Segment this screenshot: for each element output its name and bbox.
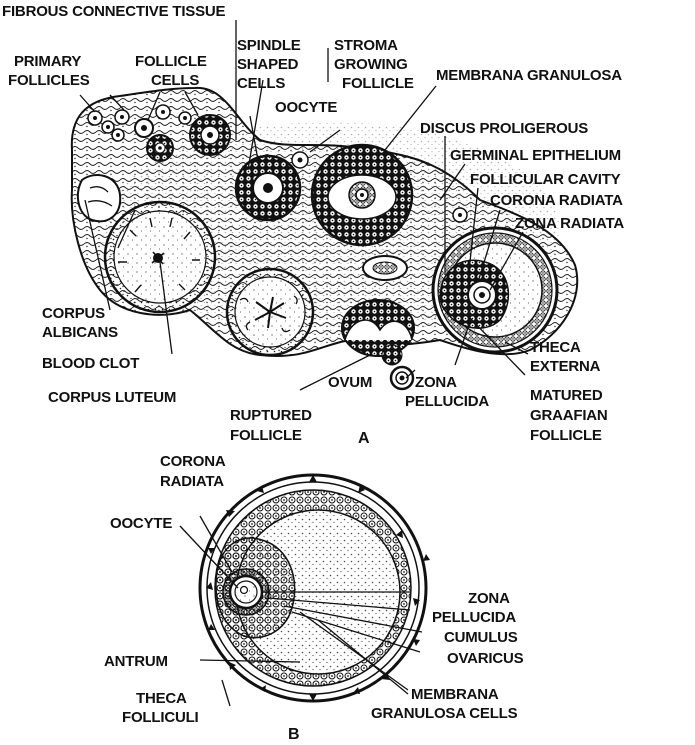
label-theca-externa-line-2: EXTERNA: [530, 358, 601, 375]
figure-a-tag: A: [358, 430, 370, 447]
label-ruptured-follicle-line-2: FOLLICLE: [230, 427, 302, 444]
label-blood-clot: BLOOD CLOT: [42, 355, 139, 372]
label-growing-follicle-line-2: FOLLICLE: [342, 75, 414, 92]
label-follicle-cells-line-1: FOLLICLE: [135, 53, 207, 70]
label-cumulus-ovaricus-line-1: CUMULUS: [444, 629, 518, 646]
label-matured-graafian-follicle-line-1: MATURED: [530, 387, 603, 404]
label-zona-radiata: ZONA RADIATA: [515, 215, 624, 232]
label-zona-pellucida-a-line-1: ZONA: [415, 374, 457, 391]
label-theca-folliculi-line-2: FOLLICULI: [122, 709, 199, 726]
label-ruptured-follicle-line-1: RUPTURED: [230, 407, 312, 424]
graafian-follicle-detail: CORONA RADIATA OOCYTE ZONA PELLUCIDA CUM…: [104, 453, 524, 743]
label-follicular-cavity: FOLLICULAR CAVITY: [470, 171, 621, 188]
label-theca-externa-line-1: THECA: [530, 339, 581, 356]
label-oocyte: OOCYTE: [275, 99, 337, 116]
label-germinal-epithelium: GERMINAL EPITHELIUM: [450, 147, 621, 164]
label-follicle-cells-line-2: CELLS: [151, 72, 199, 89]
label-primary-follicles-line-1: PRIMARY: [14, 53, 81, 70]
label-stroma: STROMA: [334, 37, 398, 54]
label-matured-graafian-follicle-line-3: FOLLICLE: [530, 427, 602, 444]
label-zona-pellucida-b-line-1: ZONA: [468, 590, 510, 607]
label-corona-radiata-b-line-1: CORONA: [160, 453, 226, 470]
label-growing-follicle-line-1: GROWING: [334, 56, 408, 73]
label-membrana-granulosa-cells-line-1: MEMBRANA: [411, 686, 499, 703]
label-spindle-shaped-cells-line-3: CELLS: [237, 75, 285, 92]
figure-b-tag: B: [288, 726, 299, 743]
label-cumulus-ovaricus-line-2: OVARICUS: [447, 650, 524, 667]
graafian-follicle: [433, 228, 557, 352]
label-primary-follicles-line-2: FOLLICLES: [8, 72, 90, 89]
label-membrana-granulosa-cells-line-2: GRANULOSA CELLS: [371, 705, 518, 722]
corpus-albicans: [78, 175, 120, 221]
label-spindle-shaped-cells-line-1: SPINDLE: [237, 37, 301, 54]
label-membrana-granulosa: MEMBRANA GRANULOSA: [436, 67, 622, 84]
label-antrum: ANTRUM: [104, 653, 168, 670]
label-ovum: OVUM: [328, 374, 372, 391]
oocyte-nucleus: [241, 587, 248, 594]
ovary-section: FIBROUS CONNECTIVE TISSUE PRIMARY FOLLIC…: [2, 3, 624, 447]
label-theca-folliculi-line-1: THECA: [136, 690, 187, 707]
large-follicle: [312, 145, 412, 245]
label-fibrous-connective-tissue: FIBROUS CONNECTIVE TISSUE: [2, 3, 226, 20]
label-oocyte-b: OOCYTE: [110, 515, 172, 532]
label-corpus-luteum: CORPUS LUTEUM: [48, 389, 176, 406]
label-zona-pellucida-b-line-2: PELLUCIDA: [432, 609, 516, 626]
corpus-luteum: [105, 202, 215, 312]
label-corona-radiata-b-line-2: RADIATA: [160, 473, 224, 490]
label-zona-pellucida-a-line-2: PELLUCIDA: [405, 393, 489, 410]
label-corona-radiata-a: CORONA RADIATA: [490, 192, 623, 209]
label-matured-graafian-follicle-line-2: GRAAFIAN: [530, 407, 608, 424]
label-corpus-albicans-line-2: ALBICANS: [42, 324, 118, 341]
regressing-corpus: [227, 269, 313, 355]
label-spindle-shaped-cells-line-2: SHAPED: [237, 56, 299, 73]
label-corpus-albicans-line-1: CORPUS: [42, 305, 105, 322]
label-discus-proligerous: DISCUS PROLIGEROUS: [420, 120, 588, 137]
